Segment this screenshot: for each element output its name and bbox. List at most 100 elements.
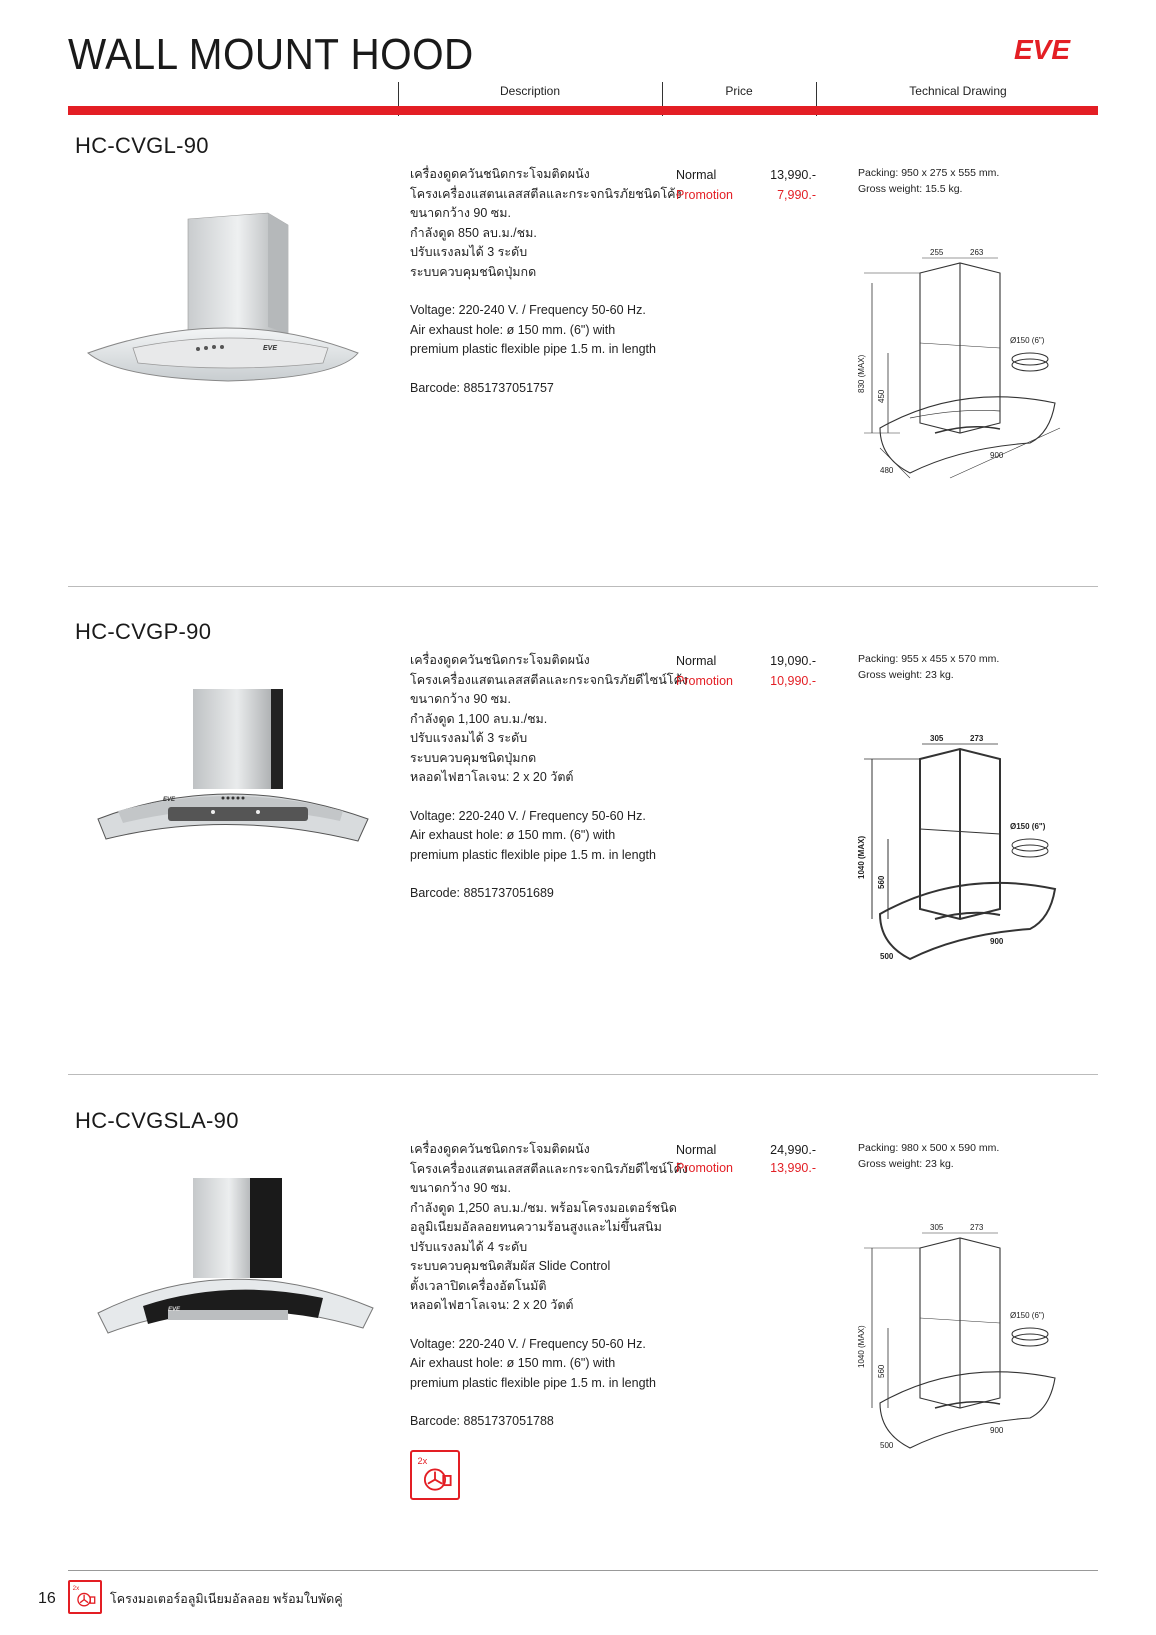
promotion-label: Promotion xyxy=(676,1161,733,1175)
desc-line: เครื่องดูดควันชนิดกระโจมติดผนัง xyxy=(410,167,590,181)
barcode: Barcode: 8851737051689 xyxy=(410,886,554,900)
eve-logo: EVE xyxy=(1014,34,1071,64)
desc-line: กำลังดูด 1,250 ลบ.ม./ชม. พร้อมโครงมอเตอร… xyxy=(410,1200,677,1215)
column-headers: Description Price Technical Drawing xyxy=(0,82,1156,116)
desc-line: ปรับแรงลมได้ 4 ระดับ xyxy=(410,1239,528,1254)
spec-line: Air exhaust hole: ø 150 mm. (6") with xyxy=(410,1356,616,1370)
price-block: Normal 19,090.- Promotion 10,990.- xyxy=(676,651,816,691)
barcode: Barcode: 8851737051757 xyxy=(410,380,554,395)
gross-weight: Gross weight: 23 kg. xyxy=(858,1158,954,1170)
spec-line: premium plastic flexible pipe 1.5 m. in … xyxy=(410,847,656,862)
promotion-price: 7,990.- xyxy=(777,188,816,202)
product-description: เครื่องดูดควันชนิดกระโจมติดผนัง โครงเครื… xyxy=(410,165,682,398)
desc-line: ระบบควบคุมชนิดปุ่มกด xyxy=(410,750,537,765)
desc-line: ขนาดกว้าง 90 ซม. xyxy=(410,1181,511,1195)
desc-line: หลอดไฟฮาโลเจน: 2 x 20 วัตต์ xyxy=(410,770,574,784)
svg-text:480: 480 xyxy=(880,466,894,475)
svg-text:560: 560 xyxy=(877,1364,886,1378)
footer-divider xyxy=(68,1570,1098,1571)
desc-line: อลูมิเนียมอัลลอยทนความร้อนสูงและไม่ขึ้นส… xyxy=(410,1220,662,1234)
svg-text:273: 273 xyxy=(970,734,984,743)
spec-line: Air exhaust hole: ø 150 mm. (6") with xyxy=(410,828,616,842)
normal-price: 13,990.- xyxy=(770,168,816,182)
description-header: Description xyxy=(499,84,561,98)
svg-text:1040 (MAX): 1040 (MAX) xyxy=(857,836,866,879)
column-separator xyxy=(662,82,663,116)
promotion-price: 13,990.- xyxy=(770,1161,816,1175)
price-block: Normal 24,990.- Promotion 13,990.- xyxy=(676,1140,816,1178)
desc-line: ตั้งเวลาปิดเครื่องอัตโนมัติ xyxy=(410,1278,547,1293)
svg-text:263: 263 xyxy=(970,248,984,257)
model-name: HC-CVGSLA-90 xyxy=(75,1108,239,1133)
svg-text:2x: 2x xyxy=(418,1456,428,1466)
spec-line: Voltage: 220-240 V. / Frequency 50-60 Hz… xyxy=(410,808,646,823)
desc-line: ขนาดกว้าง 90 ซม. xyxy=(410,692,511,706)
dual-fan-motor-icon: 2x xyxy=(68,1580,102,1614)
footer-note: โครงมอเตอร์อลูมิเนียมอัลลอย พร้อมใบพัดคู… xyxy=(110,1592,343,1606)
packing-info: Packing: 980 x 500 x 590 mm. Gross weigh… xyxy=(858,1140,999,1172)
spec-line: premium plastic flexible pipe 1.5 m. in … xyxy=(410,342,656,356)
svg-text:500: 500 xyxy=(880,1441,894,1450)
svg-text:830 (MAX): 830 (MAX) xyxy=(857,354,866,393)
product-hc-cvgl-90: HC-CVGL-90 EVE เครื่องดูดควันชนิดกระโจมต… xyxy=(0,133,1156,603)
page-title: WALL MOUNT HOOD xyxy=(68,30,474,79)
product-photo: EVE xyxy=(97,689,369,842)
desc-line: เครื่องดูดควันชนิดกระโจมติดผนัง xyxy=(410,1142,590,1156)
section-divider xyxy=(68,1074,1098,1075)
normal-price: 19,090.- xyxy=(770,654,816,668)
promotion-label: Promotion xyxy=(676,674,733,688)
desc-line: โครงเครื่องแสตนเลสสตีลและกระจกนิรภัยดีไซ… xyxy=(410,1161,688,1176)
barcode: Barcode: 8851737051788 xyxy=(410,1414,554,1428)
desc-line: ขนาดกว้าง 90 ซม. xyxy=(410,206,511,220)
svg-text:273: 273 xyxy=(970,1223,984,1232)
desc-line: โครงเครื่องแสตนเลสสตีลและกระจกนิรภัยดีไซ… xyxy=(410,672,688,687)
technical-drawing: 305 273 Ø150 (6") 500 900 1040 (MAX) 560 xyxy=(857,734,1057,961)
svg-text:305: 305 xyxy=(930,734,944,743)
page-number: 16 xyxy=(38,1590,56,1607)
desc-line: ปรับแรงลมได้ 3 ระดับ xyxy=(410,245,528,259)
section-divider xyxy=(68,586,1098,587)
promotion-price: 10,990.- xyxy=(770,674,816,688)
svg-text:1040 (MAX): 1040 (MAX) xyxy=(857,1325,866,1368)
svg-text:EVE: EVE xyxy=(168,1307,181,1313)
svg-text:Ø150 (6"): Ø150 (6") xyxy=(1010,336,1045,345)
product-description: เครื่องดูดควันชนิดกระโจมติดผนัง โครงเครื… xyxy=(410,651,688,904)
desc-line: กำลังดูด 850 ลบ.ม./ชม. xyxy=(410,225,537,240)
normal-price: 24,990.- xyxy=(770,1143,816,1157)
price-header: Price xyxy=(725,84,753,98)
model-name: HC-CVGL-90 xyxy=(75,133,209,158)
product-hc-cvgsla-90: HC-CVGSLA-90 EVE เครื่องดูดควันชนิดกระโจ… xyxy=(0,1108,1156,1568)
normal-label: Normal xyxy=(676,1143,717,1157)
column-separator xyxy=(816,82,817,116)
svg-text:255: 255 xyxy=(930,248,944,257)
technical-drawing: 255 263 Ø150 (6") 480 900 830 (MAX) 450 xyxy=(857,248,1061,479)
product-photo: EVE xyxy=(87,212,359,382)
promotion-label: Promotion xyxy=(676,188,733,202)
svg-text:500: 500 xyxy=(880,952,894,961)
packing-dimensions: Packing: 980 x 500 x 590 mm. xyxy=(858,1142,1000,1154)
desc-line: โครงเครื่องแสตนเลสสตีลและกระจกนิรภัยชนิด… xyxy=(410,186,682,201)
desc-line: กำลังดูด 1,100 ลบ.ม./ชม. xyxy=(410,711,548,726)
svg-text:Ø150 (6"): Ø150 (6") xyxy=(1010,822,1046,831)
svg-text:900: 900 xyxy=(990,451,1004,460)
header-red-bar xyxy=(68,106,1098,115)
dual-fan-motor-icon: 2x xyxy=(410,1450,460,1500)
svg-text:450: 450 xyxy=(877,389,886,403)
spec-line: Voltage: 220-240 V. / Frequency 50-60 Hz… xyxy=(410,1336,646,1351)
technical-drawing-header: Technical Drawing xyxy=(909,84,1007,98)
spec-line: Air exhaust hole: ø 150 mm. (6") with xyxy=(410,322,616,337)
gross-weight: Gross weight: 15.5 kg. xyxy=(858,183,963,195)
svg-text:900: 900 xyxy=(990,937,1004,946)
svg-text:305: 305 xyxy=(930,1223,944,1232)
product-hc-cvgp-90: HC-CVGP-90 EVE เครื่องดูดควันชนิดกระโจมต… xyxy=(0,619,1156,1089)
packing-dimensions: Packing: 955 x 455 x 570 mm. xyxy=(858,653,1000,665)
desc-line: เครื่องดูดควันชนิดกระโจมติดผนัง xyxy=(410,653,590,667)
desc-line: หลอดไฟฮาโลเจน: 2 x 20 วัตต์ xyxy=(410,1298,574,1312)
svg-text:2x: 2x xyxy=(73,1585,80,1592)
svg-text:900: 900 xyxy=(990,1426,1004,1435)
product-photo: EVE xyxy=(97,1178,374,1334)
svg-text:EVE: EVE xyxy=(163,797,176,803)
normal-label: Normal xyxy=(676,654,717,668)
packing-dimensions: Packing: 950 x 275 x 555 mm. xyxy=(858,167,1000,179)
